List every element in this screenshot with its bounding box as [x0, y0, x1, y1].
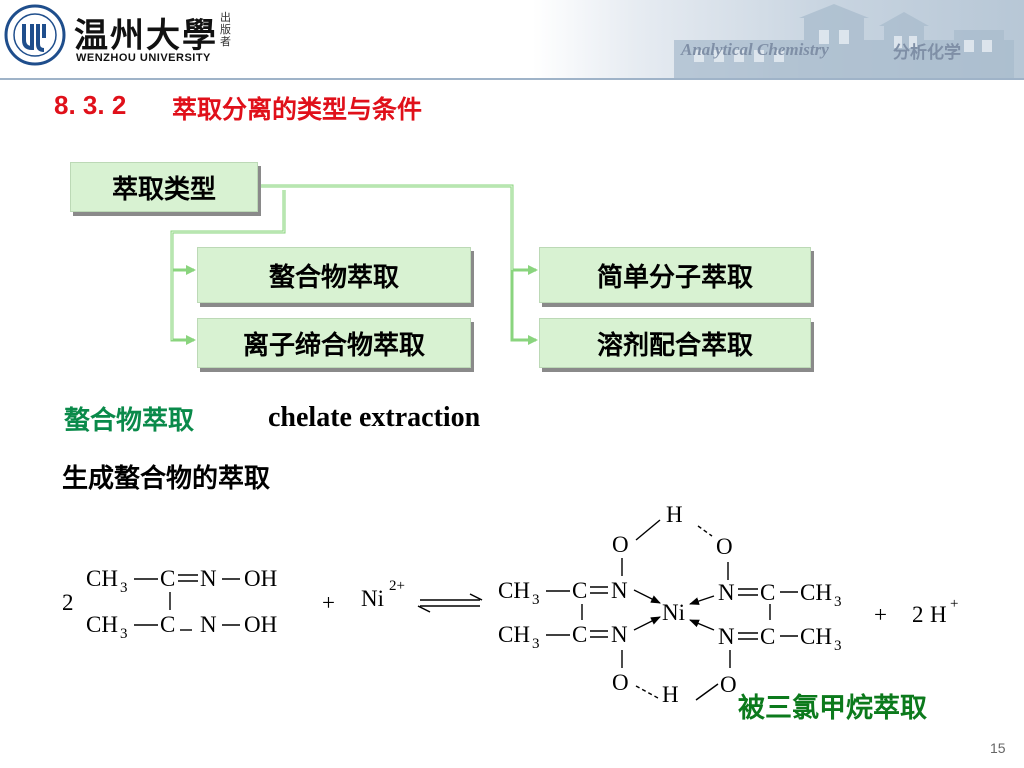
header-banner: 温州大學 出版者 WENZHOU UNIVERSITY Analytical C…: [0, 0, 1024, 78]
equation-product-complex: H O O CH 3 C N Ni N C CH 3 CH 3 C N N C …: [498, 502, 958, 707]
sub3-p1: 3: [532, 592, 540, 608]
c-top: C: [160, 566, 175, 591]
box-solvent-complex-extraction: 溶剂配合萃取: [539, 318, 811, 368]
coef-left: 2: [62, 590, 74, 615]
plus-left: +: [322, 590, 335, 615]
c-bottom: C: [160, 612, 175, 637]
sub3-bottom: 3: [120, 626, 128, 642]
n-top: N: [200, 566, 217, 591]
h-bottom: H: [662, 682, 679, 707]
chelate-heading-cn: 螯合物萃取: [64, 406, 195, 436]
o-bottom-right: O: [720, 672, 737, 697]
campus-building-image: [674, 4, 1014, 78]
chelate-subheading: 生成螯合物的萃取: [62, 464, 271, 494]
university-name-en: WENZHOU UNIVERSITY: [76, 52, 211, 64]
o-top-left: O: [612, 532, 629, 557]
sub3-top: 3: [120, 580, 128, 596]
equation-left-reagent: 2 CH 3 C N OH CH 3 C N OH: [62, 566, 277, 642]
chelate-heading-en: chelate extraction: [268, 402, 481, 433]
h-ion: H: [930, 602, 947, 627]
n-p1: N: [611, 578, 628, 603]
coef-right: 2: [912, 602, 924, 627]
n-p3: N: [611, 622, 628, 647]
ch-p4: CH: [800, 624, 832, 649]
plus-right: +: [874, 602, 887, 627]
h-top: H: [666, 502, 683, 527]
sub3-p3: 3: [532, 636, 540, 652]
c-p4: C: [760, 624, 775, 649]
chloroform-note: 被三氯甲烷萃取: [738, 693, 927, 724]
box-extraction-types: 萃取类型: [70, 162, 258, 212]
c-p2: C: [760, 580, 775, 605]
oh-top: OH: [244, 566, 277, 591]
course-title-cn: 分析化学: [893, 43, 961, 63]
equation-nickel: + Ni 2+: [322, 578, 405, 615]
sub3-p2: 3: [834, 594, 842, 610]
o-top-right: O: [716, 534, 733, 559]
sub3-p4: 3: [834, 638, 842, 654]
n-p4: N: [718, 624, 735, 649]
connector-right-lower: [510, 270, 538, 345]
ch-p1: CH: [498, 578, 530, 603]
section-title: 萃取分离的类型与条件: [172, 95, 423, 124]
c-p3: C: [572, 622, 587, 647]
n-p2: N: [718, 580, 735, 605]
seal-text: 出版者: [220, 11, 231, 48]
equilibrium-arrow: [417, 593, 483, 613]
university-name-cn: 温州大學: [74, 16, 218, 56]
connector-left-lower: [170, 270, 196, 345]
ni-center: Ni: [662, 600, 685, 625]
page-number: 15: [990, 740, 1006, 756]
equation-left-bonds: [134, 574, 240, 631]
ch-bottom: CH: [86, 612, 118, 637]
equation-product-bonds: [546, 519, 798, 701]
oh-bottom: OH: [244, 612, 277, 637]
c-p1: C: [572, 578, 587, 603]
ch-p3: CH: [498, 622, 530, 647]
ch-p2: CH: [800, 580, 832, 605]
o-bottom-left: O: [612, 670, 629, 695]
course-title-en: Analytical Chemistry: [681, 40, 829, 59]
n-bottom: N: [200, 612, 217, 637]
ni-charge: 2+: [389, 578, 405, 594]
box-simple-molecule-extraction: 简单分子萃取: [539, 247, 811, 303]
h-charge: +: [950, 596, 958, 612]
box-chelate-extraction: 螯合物萃取: [197, 247, 471, 303]
university-logo-icon: [4, 4, 66, 66]
box-ion-association-extraction: 离子缔合物萃取: [197, 318, 471, 368]
header-divider: [0, 78, 1024, 80]
section-number: 8. 3. 2: [54, 90, 127, 120]
ch-top: CH: [86, 566, 118, 591]
ni-ion: Ni: [361, 586, 384, 611]
